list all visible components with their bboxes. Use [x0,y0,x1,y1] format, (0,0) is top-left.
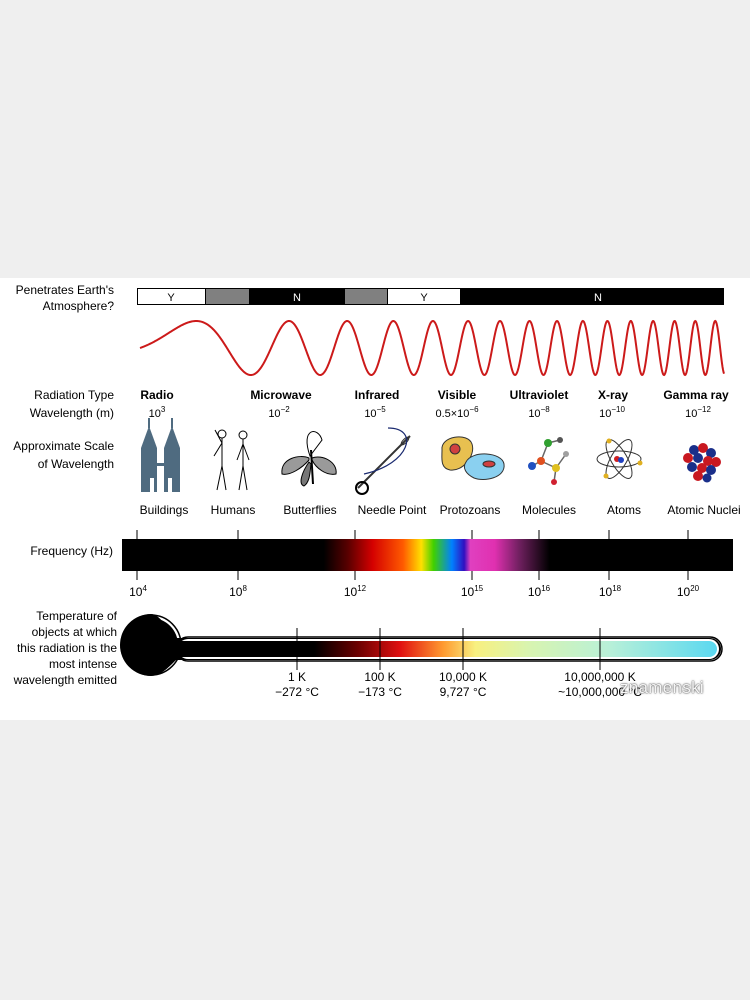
needle-point-icon [355,427,411,495]
atomic-nucleus-icon [683,443,721,483]
atmosphere-segment-label: N [293,292,301,304]
watermark: znamenski [620,678,704,697]
radiation-type-name: Radio [140,388,173,402]
temperature-kelvin: 10,000,000 K [564,670,635,684]
wave-line [139,319,725,377]
thermometer [120,614,723,676]
radiation-type-label: Radiation Type [34,388,114,402]
temperature-label-line: this radiation is the [17,641,117,655]
wavelength-label: Wavelength (m) [30,406,114,420]
scale-object-label: Atoms [607,503,641,517]
wavelength-value: 103 [149,405,166,420]
humans-icon [213,429,250,491]
temperature-kelvin: 1 K [288,670,306,684]
temperature-kelvin: 10,000 K [439,670,487,684]
temperature-label-line: objects at which [32,625,117,639]
radiation-type-name: Gamma ray [663,388,729,402]
temperature-label-line: most intense [49,657,117,671]
wavelength-value: 10−8 [528,405,550,420]
frequency-bar [122,539,733,571]
frequency-tick-label: 1015 [461,584,484,599]
frequency-ticks [136,530,689,580]
scale-object-label: Needle Point [358,503,427,517]
radiation-type-name: Visible [438,388,477,402]
temperature-celsius: 9,727 °C [440,685,487,699]
radiation-type-name: X-ray [598,388,628,402]
wavelength-value: 10−5 [364,405,386,420]
atmosphere-segment-label: N [594,292,602,304]
atom-icon [596,438,643,479]
scale-label-line2: of Wavelength [38,457,114,471]
wavelength-value: 10−12 [685,405,711,420]
wavelength-value: 10−2 [268,405,290,420]
molecules-icon [528,437,569,485]
frequency-tick-label: 1018 [599,584,622,599]
frequency-tick-label: 1020 [677,584,700,599]
temperature-label-line: Temperature of [36,609,117,623]
scale-object-label: Butterflies [283,503,336,517]
scale-object-label: Buildings [140,503,189,517]
scale-object-label: Protozoans [440,503,501,517]
frequency-tick-label: 108 [229,584,247,599]
protozoans-icon [441,436,505,480]
scale-label-line1: Approximate Scale [13,439,114,453]
atmosphere-label-line2: Atmosphere? [43,299,115,313]
radiation-type-name: Infrared [355,388,400,402]
wavelength-value: 10−10 [599,405,625,420]
frequency-tick-label: 104 [129,584,147,599]
butterfly-icon [281,431,337,487]
temperature-label-line: wavelength emitted [13,673,117,687]
temperature-celsius: −173 °C [358,685,402,699]
temperature-ticks [296,628,601,670]
atmosphere-label-line1: Penetrates Earth's [16,283,114,297]
wavelength-value: 0.5×10−6 [435,405,479,420]
radiation-type-name: Ultraviolet [510,388,569,402]
atmosphere-segment-label: Y [167,292,175,304]
frequency-label: Frequency (Hz) [30,544,113,558]
scale-object-label: Molecules [522,503,576,517]
frequency-tick-label: 1016 [528,584,551,599]
temperature-celsius: ~10,000,000 °C [558,685,642,699]
temperature-kelvin: 100 K [364,670,395,684]
scale-object-label: Atomic Nuclei [667,503,740,517]
frequency-tick-label: 1012 [344,584,367,599]
diagram-panel: Penetrates Earth's Atmosphere? Y N Y N R… [0,278,750,720]
em-spectrum-diagram: Penetrates Earth's Atmosphere? Y N Y N R… [13,283,741,699]
atmosphere-segment-label: Y [420,292,428,304]
radiation-type-name: Microwave [250,388,312,402]
temperature-celsius: −272 °C [275,685,319,699]
atmosphere-bar [137,288,724,305]
scale-object-label: Humans [211,503,256,517]
buildings-icon [141,418,180,492]
